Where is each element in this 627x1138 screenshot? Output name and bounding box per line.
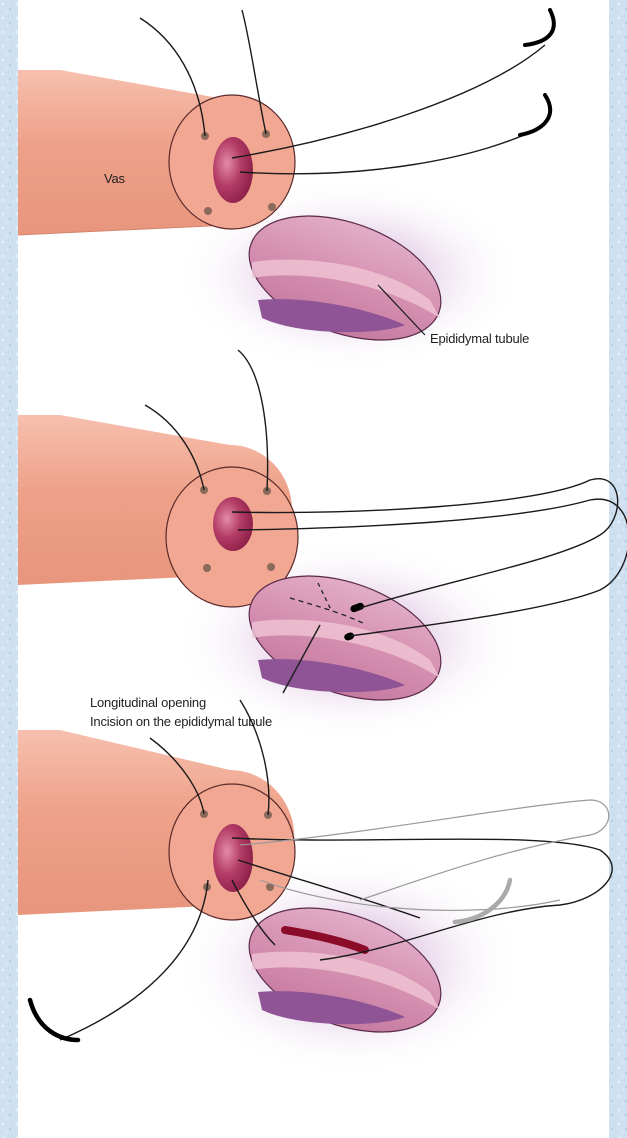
vas-label: Vas <box>104 168 125 190</box>
vas-lumen <box>213 497 253 551</box>
vas-lumen <box>213 137 253 203</box>
suture-dot <box>203 564 211 572</box>
suture-dot <box>204 207 212 215</box>
incision-label: Incision on the epididymal tubule <box>90 711 272 733</box>
epididymal-tubule-label: Epididymal tubule <box>430 328 529 350</box>
suture-dot <box>267 563 275 571</box>
suture-dot <box>268 203 276 211</box>
